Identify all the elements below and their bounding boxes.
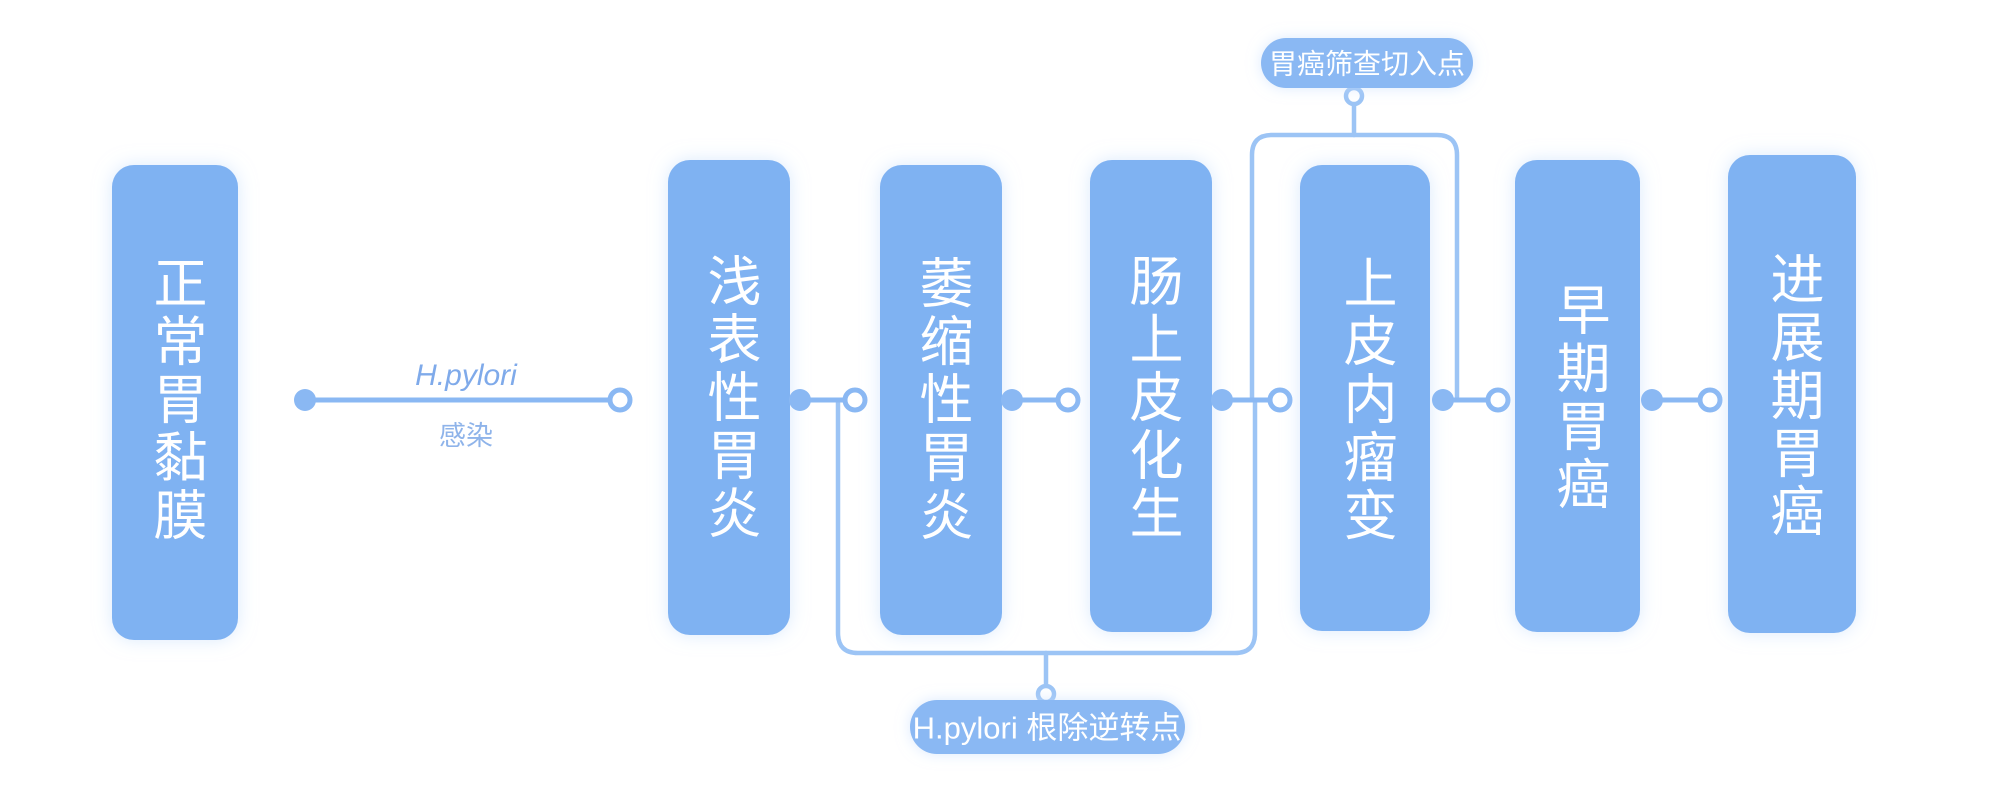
- edge-target-ring-icon: [1055, 387, 1081, 413]
- edge-target-ring-icon: [607, 387, 633, 413]
- node-box[interactable]: [1728, 155, 1856, 633]
- edge-label-hpylori: H.pylori: [415, 359, 518, 392]
- badge-label-screening-entry-point: 胃癌筛查切入点: [1269, 49, 1465, 80]
- edge-atrophic-to-metaplasia: [1001, 387, 1081, 413]
- edge-source-dot-icon: [1001, 389, 1023, 411]
- edge-target-ring-icon: [1697, 387, 1723, 413]
- badge-pill[interactable]: [910, 700, 1185, 754]
- edge-source-dot-icon: [1641, 389, 1663, 411]
- edge-neoplasia-to-early-cancer: [1432, 387, 1511, 413]
- edge-source-dot-icon: [1211, 389, 1233, 411]
- badge-screening-entry-point[interactable]: [1261, 38, 1473, 88]
- node-superficial-gastritis[interactable]: [668, 160, 790, 635]
- badge-label-hpylori-reversal-point: H.pylori 根除逆转点: [913, 711, 1182, 746]
- node-intestinal-metaplasia[interactable]: [1090, 160, 1212, 632]
- bracket-hpylori-reversal: [835, 397, 1258, 705]
- node-label-atrophic-gastritis: 萎缩性胃炎: [911, 255, 972, 545]
- node-box[interactable]: [1515, 160, 1640, 632]
- node-advanced-gastric-cancer[interactable]: [1728, 155, 1856, 633]
- node-early-gastric-cancer[interactable]: [1515, 160, 1640, 632]
- node-label-intestinal-metaplasia: 肠上皮化生: [1121, 253, 1182, 543]
- node-label-intraepithelial-neoplasia: 上皮内瘤变: [1335, 255, 1396, 545]
- node-box[interactable]: [1300, 165, 1430, 631]
- edge-metaplasia-to-neoplasia: [1211, 387, 1293, 413]
- badge-hpylori-reversal-point[interactable]: [910, 700, 1185, 754]
- node-atrophic-gastritis[interactable]: [880, 165, 1002, 635]
- node-box[interactable]: [668, 160, 790, 635]
- node-box[interactable]: [112, 165, 238, 640]
- node-label-normal-mucosa: 正常胃黏膜: [145, 255, 206, 545]
- node-box[interactable]: [880, 165, 1002, 635]
- edge-early-to-advanced-cancer: [1641, 387, 1723, 413]
- node-label-advanced-gastric-cancer: 进展期胃癌: [1762, 251, 1823, 541]
- node-label-early-gastric-cancer: 早期胃癌: [1548, 282, 1609, 514]
- edge-source-dot-icon: [294, 389, 316, 411]
- node-intraepithelial-neoplasia[interactable]: [1300, 165, 1430, 631]
- edge-source-dot-icon: [1432, 389, 1454, 411]
- badge-pill[interactable]: [1261, 38, 1473, 88]
- node-box[interactable]: [1090, 160, 1212, 632]
- edge-label-infection: 感染: [439, 421, 493, 451]
- edge-target-ring-icon: [842, 387, 868, 413]
- edge-source-dot-icon: [789, 389, 811, 411]
- bracket-screening-entry: [1249, 85, 1460, 403]
- edge-target-ring-icon: [1485, 387, 1511, 413]
- edge-target-ring-icon: [1267, 387, 1293, 413]
- edge-superficial-to-atrophic: [789, 387, 868, 413]
- node-label-superficial-gastritis: 浅表性胃炎: [699, 253, 760, 543]
- bracket-endpoint-top-icon: [1343, 85, 1365, 107]
- bracket-endpoint-bottom-icon: [1035, 683, 1057, 705]
- edge-hpylori-infection: H.pylori 感染: [294, 359, 633, 451]
- node-normal-mucosa[interactable]: [112, 165, 238, 640]
